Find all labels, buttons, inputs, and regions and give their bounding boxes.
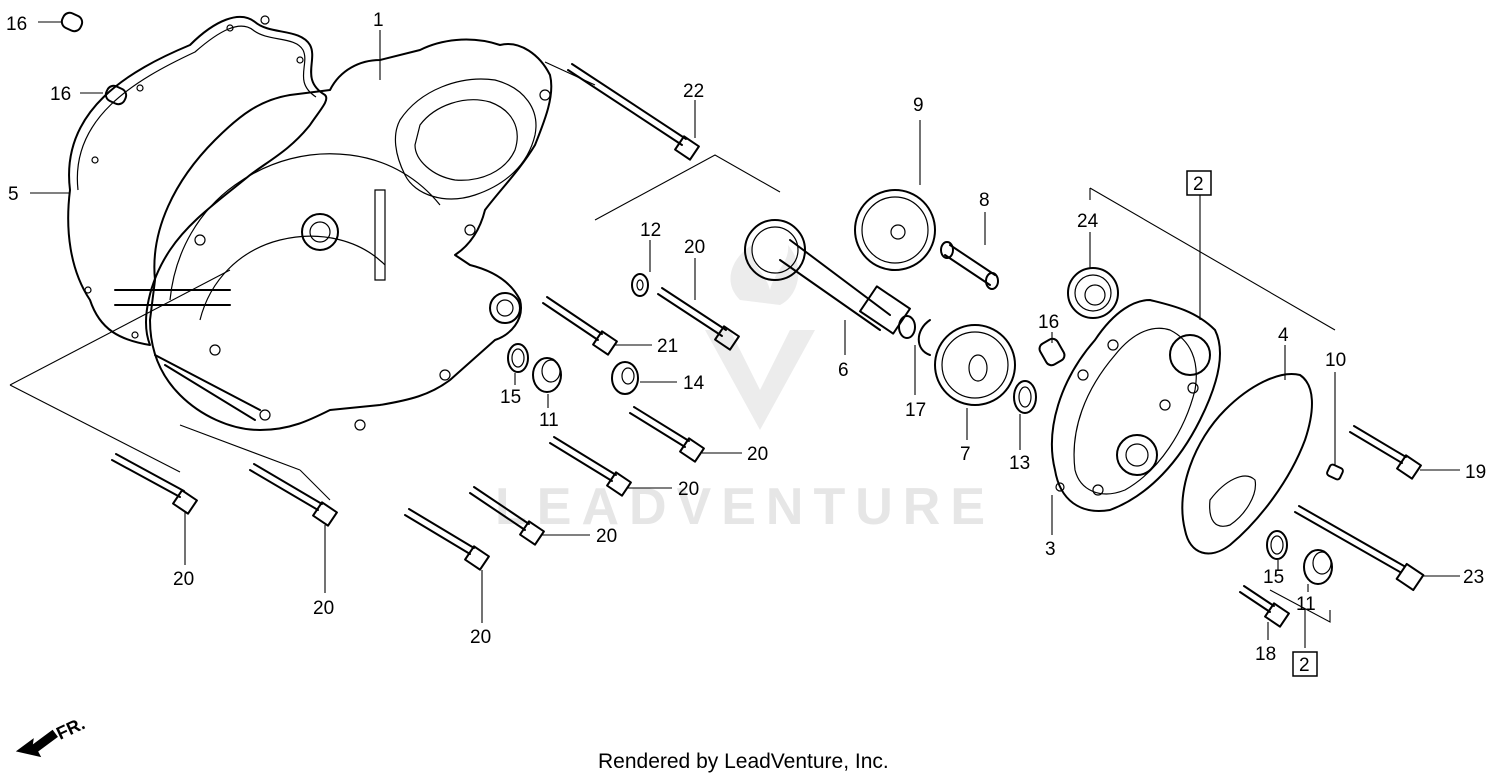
bolt-20a: [657, 287, 740, 351]
callout-23: 23: [1463, 567, 1484, 588]
callout-3: 3: [1045, 539, 1056, 560]
dowel-pin-16a: [60, 11, 84, 33]
callout-20d: 20: [596, 526, 617, 547]
footer-credit: Rendered by LeadVenture, Inc.: [598, 750, 889, 773]
callout-12: 12: [640, 220, 661, 241]
callout-8: 8: [979, 190, 990, 211]
bolt-21: [542, 296, 618, 356]
oil-seal-14: [611, 361, 639, 395]
callout-7: 7: [960, 444, 971, 465]
callout-20e: 20: [173, 569, 194, 590]
callout-15b: 15: [1263, 567, 1284, 588]
bolt-20e: [111, 453, 198, 515]
gear-7: [934, 324, 1016, 406]
pin-8: [940, 241, 999, 290]
callout-22: 22: [683, 81, 704, 102]
callout-4: 4: [1278, 325, 1289, 346]
callout-1: 1: [373, 10, 384, 31]
callout-9: 9: [913, 95, 924, 116]
leader-lines: [9, 21, 1460, 648]
bolt-20f: [249, 463, 338, 527]
callout-15a: 15: [500, 387, 521, 408]
plug-11b: [1303, 549, 1333, 585]
oring-15b: [1266, 530, 1288, 560]
callout-20f: 20: [313, 598, 334, 619]
front-arrow-icon: FR.: [15, 713, 88, 758]
gasket-5: [67, 15, 328, 346]
callout-16b: 16: [50, 84, 71, 105]
callout-labels: 1 16 16 5 22 12 20 21 15 11 14 20 20 20 …: [6, 10, 1486, 677]
bolt-23: [1294, 505, 1425, 592]
callout-17: 17: [905, 400, 926, 421]
bolt-18: [1239, 585, 1290, 628]
callout-14: 14: [683, 373, 705, 394]
bolt-20b: [629, 406, 705, 463]
callout-6: 6: [838, 360, 849, 381]
callout-2b-box: [1292, 651, 1318, 677]
cover-3: [1051, 299, 1221, 512]
washer-13: [1013, 380, 1037, 414]
washer-12: [631, 273, 649, 297]
callout-24: 24: [1077, 211, 1099, 232]
collar-16c: [1038, 337, 1066, 367]
oring-15a: [507, 343, 529, 373]
callout-2b: 2: [1299, 655, 1310, 676]
callout-20a: 20: [684, 237, 705, 258]
callout-2a: 2: [1193, 174, 1204, 195]
bearing-24: [1067, 267, 1119, 319]
callout-11b: 11: [1296, 594, 1316, 615]
callout-16c: 16: [1038, 312, 1059, 333]
front-label: FR.: [53, 713, 88, 743]
callout-10: 10: [1325, 350, 1346, 371]
circlip-17: [917, 319, 931, 356]
shaft-gear-6: [744, 219, 916, 339]
callout-21: 21: [657, 336, 678, 357]
bolt-20d: [469, 486, 545, 546]
callout-20g: 20: [470, 627, 491, 648]
screw-10: [1326, 463, 1344, 481]
callout-2a-box: [1186, 170, 1212, 196]
bolt-20g: [404, 508, 490, 571]
callout-20b: 20: [747, 444, 768, 465]
bolt-19: [1349, 425, 1422, 480]
callout-20c: 20: [678, 479, 699, 500]
callout-18: 18: [1255, 644, 1276, 665]
callout-5: 5: [8, 184, 19, 205]
watermark-text: LEADVENTURE: [495, 478, 995, 536]
gear-9: [854, 189, 936, 271]
gasket-4: [1181, 373, 1313, 555]
callout-13: 13: [1009, 453, 1030, 474]
bolt-20c: [549, 436, 632, 497]
callout-11a: 11: [539, 410, 559, 431]
callout-16a: 16: [6, 14, 27, 35]
plug-11a: [532, 357, 562, 393]
dowel-pin-16b: [104, 84, 128, 106]
crankcase-cover-1: [114, 15, 553, 431]
bolt-22: [567, 63, 700, 161]
callout-19: 19: [1465, 462, 1486, 483]
